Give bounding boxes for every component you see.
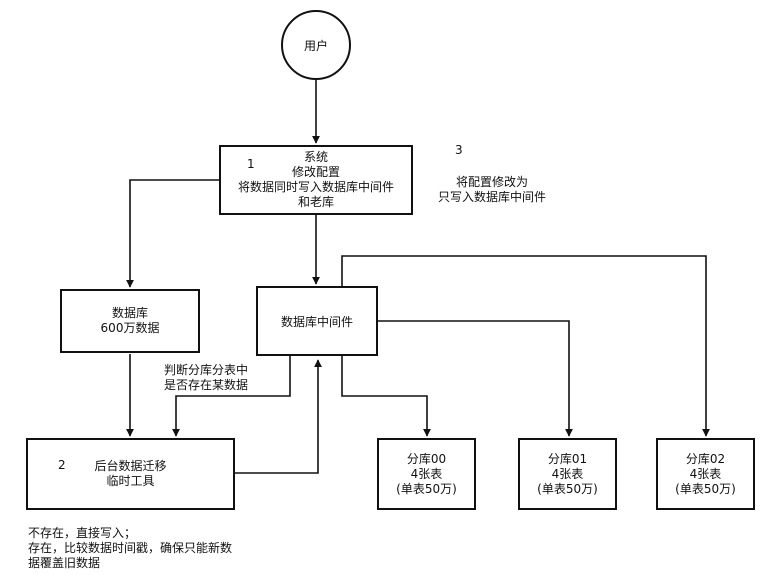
migration-line-1: 后台数据迁移 [94,459,167,473]
arrow-middleware-to-migration [172,356,291,437]
arrow-system-to-database [126,179,219,288]
shard00-node: 分库00 4张表 (单表50万) [377,438,476,510]
rule-line-1: 不存在，直接写入； [28,526,137,540]
system-line-2: 修改配置 [291,165,340,179]
arrow-middleware-to-shard01 [377,320,573,437]
shard02-line-1: 分库02 [685,451,726,466]
shard02-node: 分库02 4张表 (单表50万) [656,438,755,510]
judge-line-1: 判断分库分表中 [164,363,249,377]
rule-note: 不存在，直接写入； 存在，比较数据时间戳，确保只能新数 据覆盖旧数据 [28,526,232,571]
arrow-migration-to-middleware [234,359,322,474]
system-line-1: 系统 [303,150,328,164]
shard00-line-3: (单表50万) [396,481,457,496]
shard02-line-3: (单表50万) [675,481,736,496]
system-line-4: 和老库 [297,195,334,209]
shard01-line-3: (单表50万) [537,481,598,496]
shard02-line-2: 4张表 [689,466,722,481]
step-3-note: 将配置修改为 只写入数据库中间件 [438,175,546,205]
shard01-line-1: 分库01 [547,451,588,466]
step-3-number: 3 [455,143,463,157]
database-node: 数据库 600万数据 [60,289,200,353]
rule-line-2: 存在，比较数据时间戳，确保只能新数 [28,541,233,555]
step-3-line-2: 只写入数据库中间件 [438,190,547,204]
middleware-label: 数据库中间件 [280,314,353,329]
shard01-node: 分库01 4张表 (单表50万) [518,438,617,510]
migration-tool-node: 后台数据迁移 临时工具 [26,438,235,510]
step-2-number: 2 [58,458,66,472]
system-node: 系统 修改配置 将数据同时写入数据库中间件 和老库 [219,145,413,215]
judge-note: 判断分库分表中 是否存在某数据 [164,363,248,393]
shard00-line-1: 分库00 [406,451,447,466]
database-line-2: 600万数据 [100,321,160,335]
step-3-line-1: 将配置修改为 [456,175,529,189]
user-label: 用户 [303,38,328,53]
system-line-3: 将数据同时写入数据库中间件 [237,180,394,194]
rule-line-3: 据覆盖旧数据 [28,556,101,570]
shard00-line-2: 4张表 [410,466,443,481]
arrow-middleware-to-shard00 [341,356,431,437]
judge-line-2: 是否存在某数据 [164,378,249,392]
arrow-middleware-to-shard02 [341,255,710,437]
middleware-node: 数据库中间件 [256,286,378,356]
migration-line-2: 临时工具 [106,474,155,488]
shard01-line-2: 4张表 [551,466,584,481]
user-node: 用户 [281,10,351,80]
step-1-number: 1 [247,157,255,171]
database-line-1: 数据库 [111,306,148,320]
